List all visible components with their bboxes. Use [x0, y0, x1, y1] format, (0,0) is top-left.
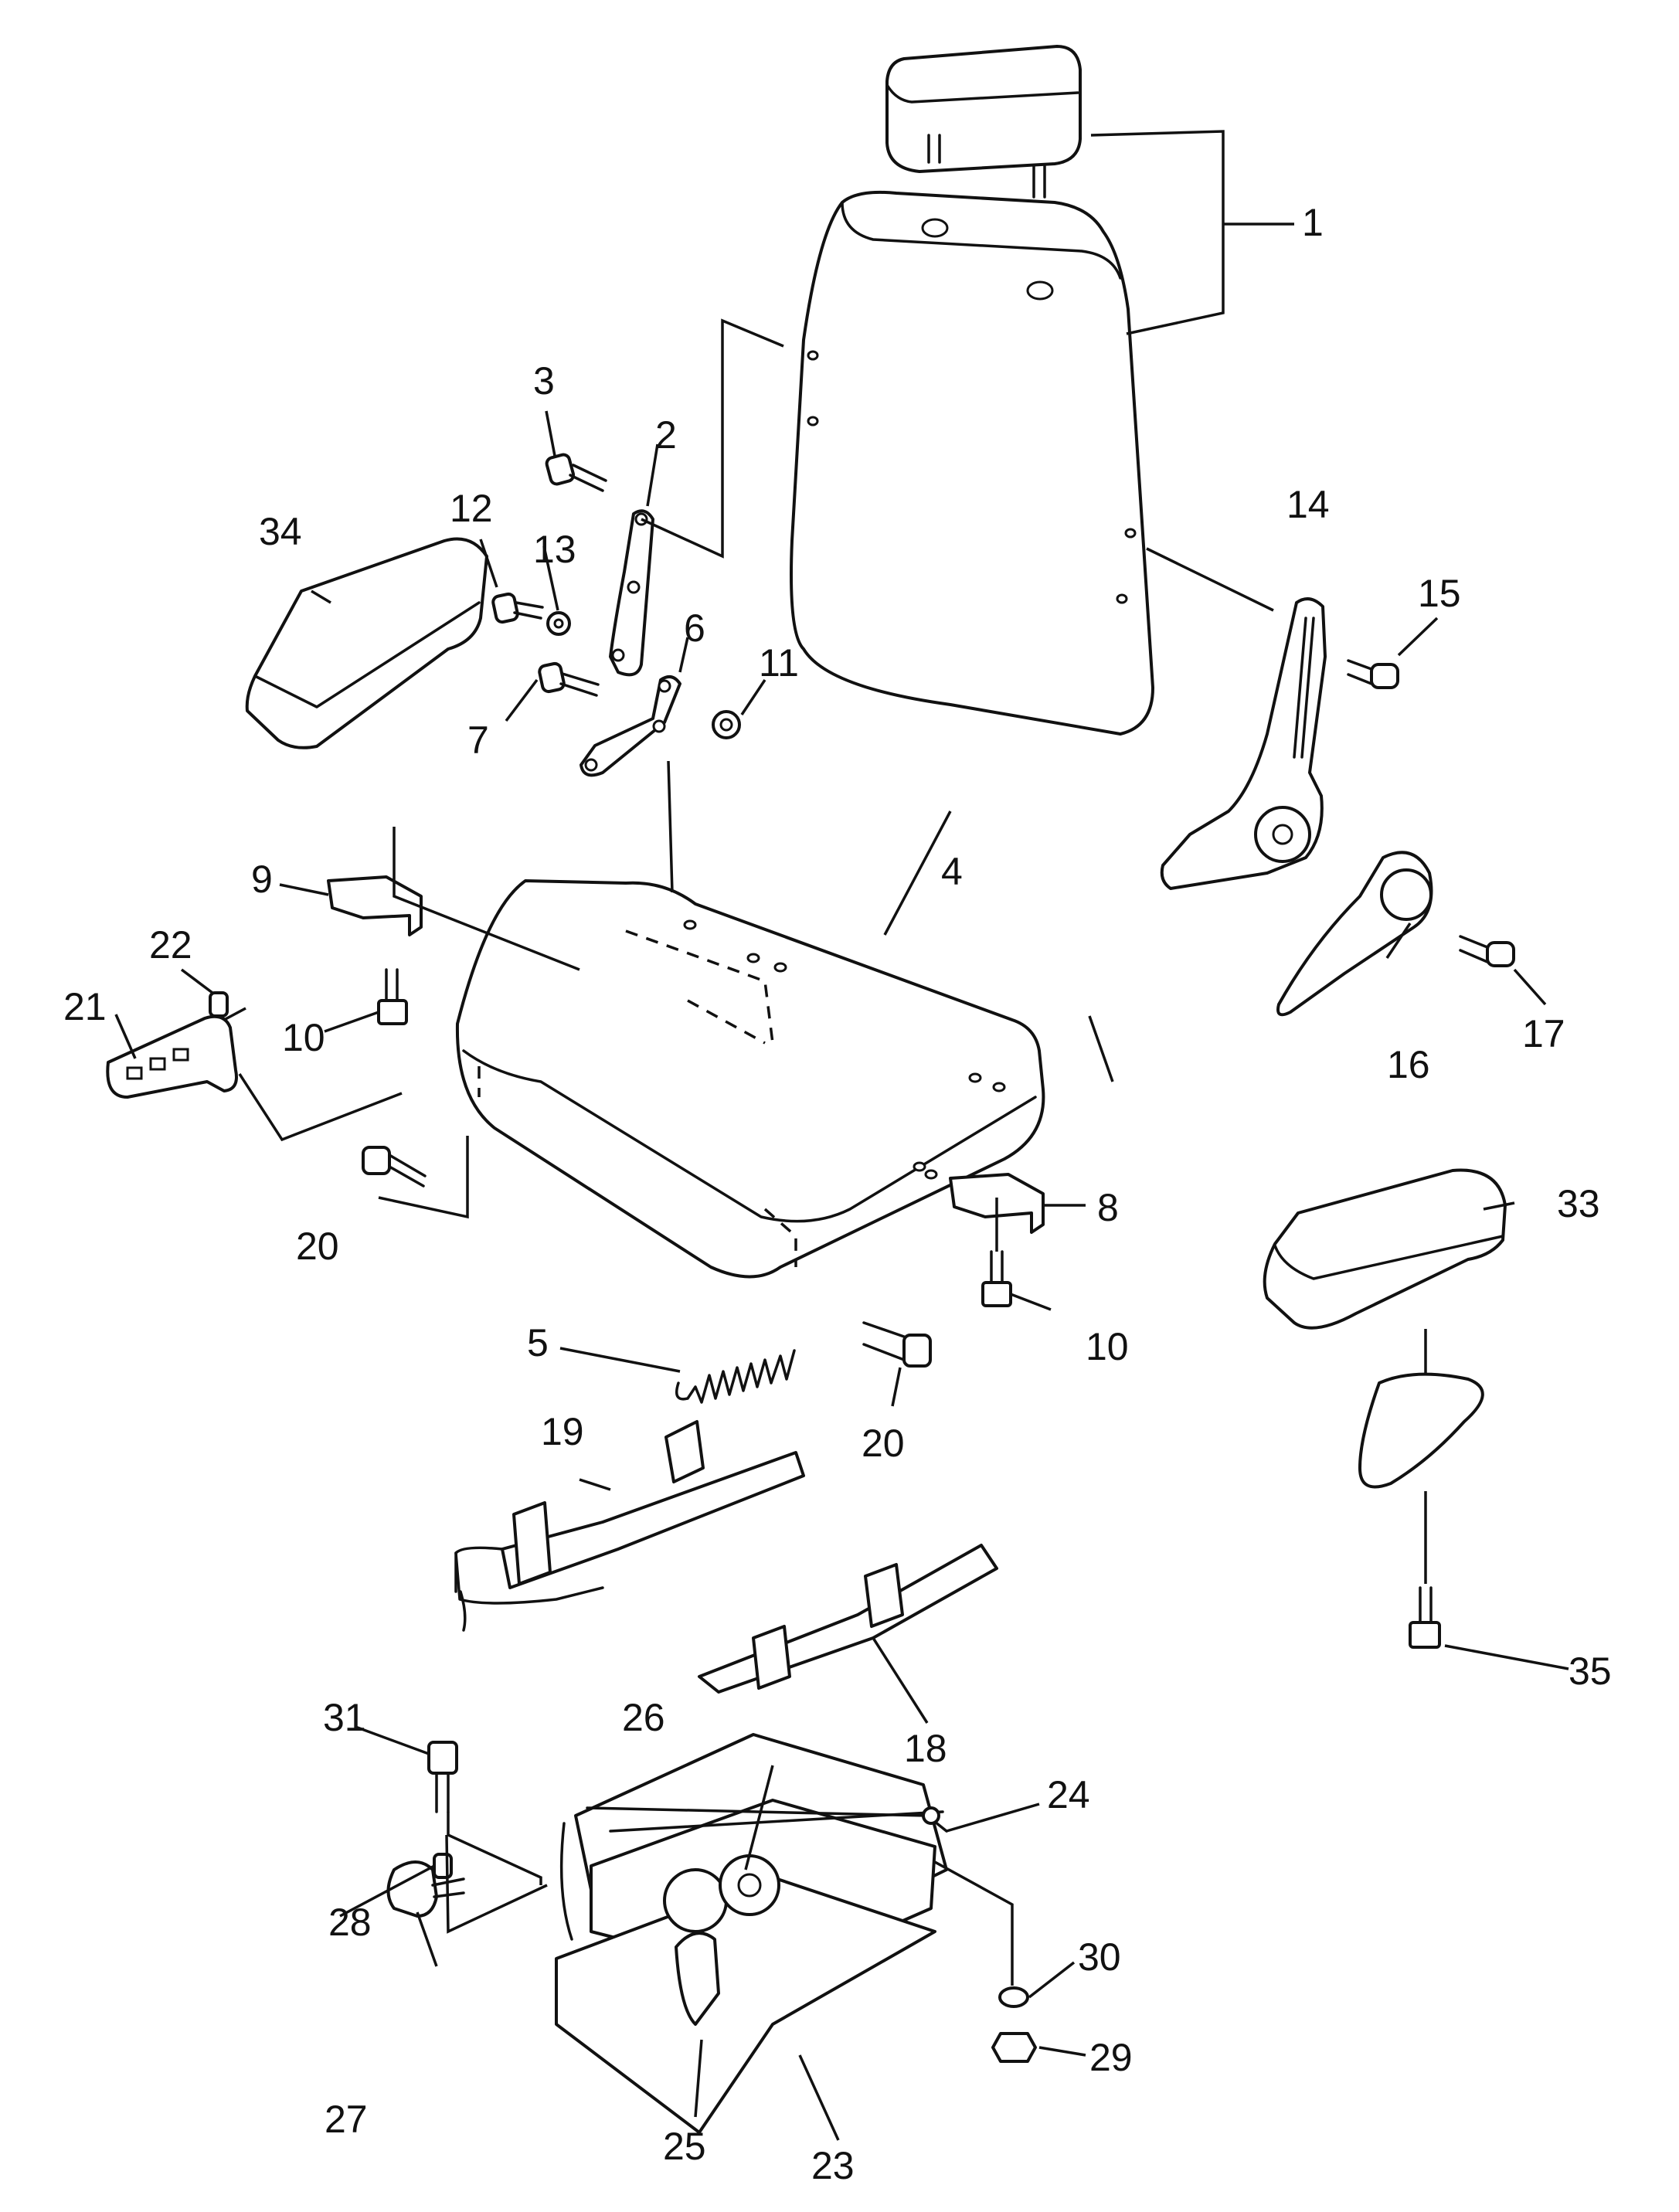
callout-33: 33 [1557, 1182, 1600, 1225]
callout-20-upper: 20 [296, 1225, 339, 1268]
pin-22 [209, 991, 229, 1018]
callout-1: 1 [1302, 201, 1324, 244]
callout-26: 26 [622, 1696, 665, 1739]
callout-19: 19 [541, 1410, 584, 1453]
slide-rail-19 [454, 1420, 805, 1632]
bolt-20-lower [862, 1321, 932, 1368]
bolt-12 [491, 592, 544, 624]
recliner-14-slot [1293, 617, 1315, 759]
adjust-knob-27 [386, 1860, 465, 1918]
hinge-bracket-6 [579, 675, 681, 777]
nut-11 [712, 710, 741, 739]
bolt-7 [538, 661, 600, 697]
seat-cushion [455, 879, 1045, 1279]
callout-23: 23 [811, 2144, 855, 2187]
callout-14: 14 [1286, 483, 1330, 526]
callout-31: 31 [323, 1696, 366, 1739]
spring-5 [675, 1349, 796, 1404]
callout-4: 4 [941, 850, 963, 893]
lever-25 [675, 1932, 720, 2026]
left-armrest-pad-edge [253, 601, 481, 708]
mechanism-26 [609, 1810, 944, 1933]
callout-2: 2 [655, 413, 677, 457]
washer-30 [998, 1986, 1029, 2008]
callout-5: 5 [527, 1321, 549, 1364]
callout-29: 29 [1089, 2036, 1133, 2079]
callout-27: 27 [325, 2098, 368, 2141]
callout-labels: 1 2 3 4 5 6 7 8 9 10 10 11 12 13 14 15 1… [63, 201, 1612, 2187]
bolt-10-right [981, 1250, 1012, 1307]
recliner-cover-16-knob [1380, 868, 1433, 921]
callout-3: 3 [533, 359, 555, 403]
callout-20-lower: 20 [862, 1422, 905, 1465]
recline-lever-21 [106, 1014, 238, 1099]
callout-11: 11 [759, 641, 799, 685]
callout-35: 35 [1569, 1650, 1612, 1693]
callout-9: 9 [251, 858, 273, 901]
callout-21: 21 [63, 985, 107, 1028]
callout-16: 16 [1387, 1043, 1430, 1086]
bolt-17 [1459, 935, 1515, 967]
bolt-20-upper [362, 1146, 427, 1188]
callout-22: 22 [149, 923, 192, 967]
right-armrest-pad-edge [1273, 1235, 1504, 1280]
callout-6: 6 [684, 607, 705, 650]
armrest-support-plate [1358, 1372, 1484, 1489]
callout-24: 24 [1047, 1773, 1090, 1816]
bolt-15 [1347, 659, 1399, 689]
bolt-10-left [377, 968, 408, 1025]
callout-7: 7 [467, 719, 489, 762]
callout-25: 25 [663, 2125, 706, 2168]
bolt-35 [1409, 1586, 1441, 1649]
bolt-31 [427, 1741, 458, 1813]
bolt-3 [545, 453, 607, 492]
callout-12: 12 [450, 487, 493, 530]
callout-30: 30 [1078, 1935, 1121, 1979]
backrest-assembly [790, 45, 1154, 736]
callout-13: 13 [533, 528, 576, 571]
callout-10-left: 10 [282, 1016, 325, 1059]
bracket-9 [327, 875, 423, 936]
leader-lines [114, 130, 1569, 2141]
callout-28: 28 [328, 1901, 372, 1944]
callout-18: 18 [904, 1727, 947, 1770]
right-armrest-pad [1263, 1168, 1507, 1330]
callout-34: 34 [259, 510, 302, 553]
callout-15: 15 [1418, 572, 1461, 615]
nut-29 [991, 2032, 1037, 2063]
callout-8: 8 [1097, 1186, 1119, 1229]
callout-10-right: 10 [1086, 1325, 1129, 1368]
suspension-base-23 [555, 1733, 948, 2134]
left-armrest-pad [245, 537, 488, 749]
slide-rail-18 [698, 1544, 998, 1694]
callout-17: 17 [1522, 1012, 1565, 1055]
pin-28 [433, 1853, 453, 1879]
handle-24 [586, 1806, 948, 1833]
